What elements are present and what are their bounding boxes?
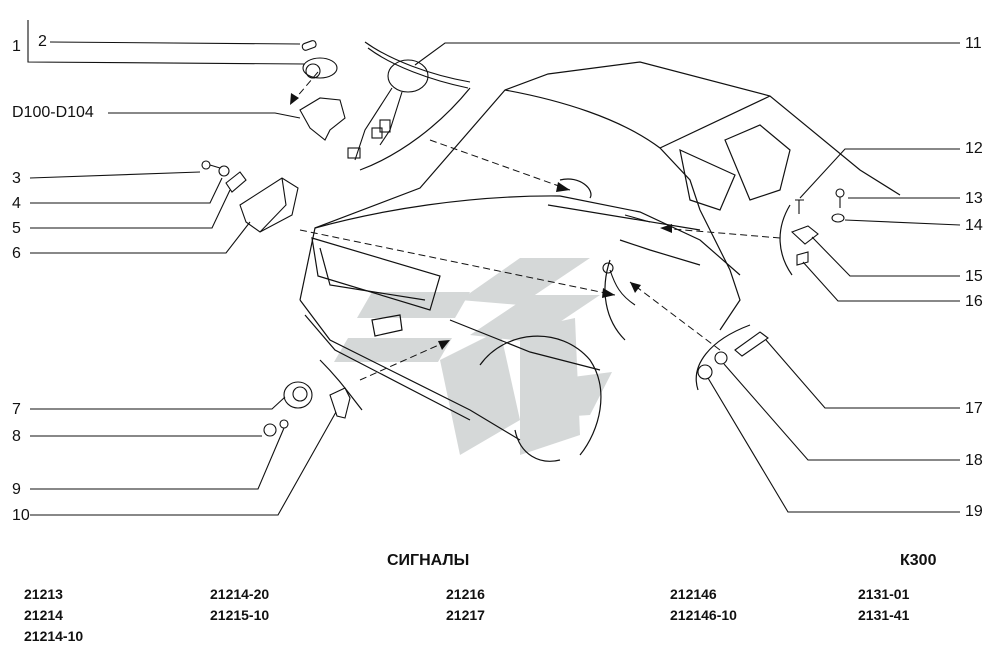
- model-list-4: 212146 212146-10: [670, 584, 737, 626]
- callout-14: 14: [965, 217, 983, 234]
- callout-13: 13: [965, 190, 983, 207]
- model-code: 21214-20: [210, 586, 270, 602]
- arrow-heads: [290, 93, 672, 350]
- model-code: 21215-10: [210, 607, 270, 623]
- callout-3: 3: [12, 170, 21, 187]
- model-code: 2131-41: [858, 607, 910, 623]
- model-code: 212146: [670, 586, 717, 602]
- callout-19: 19: [965, 503, 983, 520]
- callout-18: 18: [965, 452, 983, 469]
- model-code: 2131-01: [858, 586, 910, 602]
- car-body-outline: [299, 61, 901, 462]
- assembly-lines: [289, 71, 781, 381]
- model-list-5: 2131-01 2131-41: [858, 584, 909, 626]
- callout-15: 15: [965, 268, 983, 285]
- callout-17: 17: [965, 400, 983, 417]
- model-code: 21214: [24, 607, 63, 623]
- callout-9: 9: [12, 481, 21, 498]
- callout-12: 12: [965, 140, 983, 157]
- callout-2: 2: [38, 33, 47, 50]
- callout-10: 10: [12, 507, 30, 524]
- callout-6: 6: [12, 245, 21, 262]
- callout-1: 1: [12, 38, 21, 55]
- model-code: 21213: [24, 586, 63, 602]
- watermark-logo: [334, 258, 612, 455]
- part-shapes: [201, 40, 845, 437]
- inset-arcs: [319, 87, 793, 411]
- callout-11: 11: [965, 35, 982, 52]
- model-code: 21217: [446, 607, 485, 623]
- model-list-2: 21214-20 21215-10: [210, 584, 269, 626]
- callout-4: 4: [12, 195, 21, 212]
- callout-7: 7: [12, 401, 21, 418]
- model-list-3: 21216 21217: [446, 584, 485, 626]
- model-list-1: 21213 21214 21214-10: [24, 584, 83, 647]
- callout-16: 16: [965, 293, 983, 310]
- diagram-title: СИГНАЛЫ: [387, 552, 470, 569]
- model-code: 212146-10: [670, 607, 737, 623]
- leader-lines: [27, 20, 961, 516]
- model-code: 21214-10: [24, 628, 84, 644]
- callout-8: 8: [12, 428, 21, 445]
- model-code: 21216: [446, 586, 485, 602]
- callout-5: 5: [12, 220, 21, 237]
- catalog-code: К300: [900, 552, 937, 569]
- callout-ref-d100-d104: D100-D104: [12, 104, 94, 121]
